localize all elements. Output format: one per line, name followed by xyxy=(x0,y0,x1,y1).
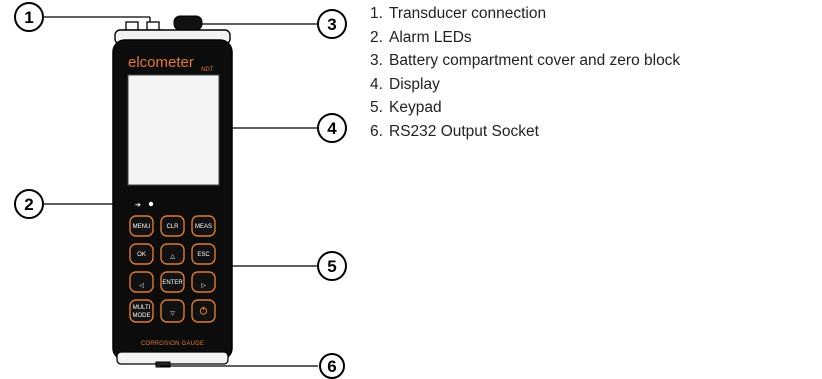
svg-text:MEAS: MEAS xyxy=(195,224,212,230)
legend-list: 1. Transducer connection 2. Alarm LEDs 3. B… xyxy=(370,2,680,143)
callout-3: 3 xyxy=(317,9,347,39)
callout-4: 4 xyxy=(317,113,347,143)
legend-item: 5. Keypad xyxy=(370,96,680,120)
svg-text:5: 5 xyxy=(327,257,336,276)
ok-key[interactable]: OK xyxy=(129,243,154,265)
legend-number: 3. xyxy=(370,52,383,69)
display-screen xyxy=(127,74,220,186)
up-arrow-icon: △ xyxy=(170,254,175,260)
legend-number: 1. xyxy=(370,5,383,22)
svg-text:➔: ➔ xyxy=(135,202,141,209)
esc-key[interactable]: ESC xyxy=(191,243,216,265)
callout-5: 5 xyxy=(317,251,347,281)
down-arrow-icon: ▽ xyxy=(170,311,175,317)
svg-text:ENTER: ENTER xyxy=(162,280,183,286)
legend-item: 4. Display xyxy=(370,73,680,97)
alarm-leds: ➔ xyxy=(135,201,154,209)
clr-key[interactable]: CLR xyxy=(160,215,185,237)
svg-text:6: 6 xyxy=(327,357,336,376)
svg-text:3: 3 xyxy=(327,15,336,34)
callout-2: 2 xyxy=(14,189,44,219)
legend-item: 1. Transducer connection xyxy=(370,2,680,26)
legend-item: 6. RS232 Output Socket xyxy=(370,120,680,144)
legend-label: Display xyxy=(389,75,440,93)
svg-text:2: 2 xyxy=(24,195,33,214)
svg-text:MULTI: MULTI xyxy=(133,305,151,311)
legend-label: Keypad xyxy=(389,99,442,116)
legend-label: Transducer connection xyxy=(389,5,547,22)
legend-item: 2. Alarm LEDs xyxy=(370,26,680,50)
legend-number: 2. xyxy=(370,28,383,46)
right-arrow-icon: ▷ xyxy=(201,283,206,289)
multi-mode-key[interactable]: MULTI MODE xyxy=(129,299,154,323)
leader-lines xyxy=(44,16,318,367)
legend-label: Alarm LEDs xyxy=(389,28,472,46)
legend-number: 5. xyxy=(370,99,383,116)
legend-label: RS232 Output Socket xyxy=(389,122,539,140)
svg-text:MODE: MODE xyxy=(133,313,151,319)
svg-text:CLR: CLR xyxy=(166,224,179,230)
right-arrow-key[interactable]: ▷ xyxy=(191,271,216,293)
callout-6: 6 xyxy=(319,353,345,379)
svg-text:OK: OK xyxy=(137,252,146,258)
legend-label: Battery compartment cover and zero block xyxy=(389,52,681,69)
menu-key[interactable]: MENU xyxy=(129,215,154,237)
brand-logo-sub: NDT xyxy=(201,67,215,73)
power-icon xyxy=(199,306,208,315)
callout-1: 1 xyxy=(14,2,44,32)
power-key[interactable] xyxy=(191,299,216,323)
svg-text:1: 1 xyxy=(24,8,33,27)
legend-number: 6. xyxy=(370,122,383,140)
brand-logo: elcometer xyxy=(128,54,194,71)
enter-key[interactable]: ENTER xyxy=(160,271,185,293)
battery-cover xyxy=(173,15,203,31)
up-arrow-key[interactable]: △ xyxy=(160,243,185,265)
svg-text:4: 4 xyxy=(327,119,337,138)
left-arrow-key[interactable]: ◁ xyxy=(129,271,154,293)
svg-text:MENU: MENU xyxy=(133,224,151,230)
keypad: MENU CLR MEAS OK △ ESC ◁ ENTE xyxy=(129,215,216,323)
left-arrow-icon: ◁ xyxy=(139,283,144,289)
rs232-socket xyxy=(155,361,171,368)
meas-key[interactable]: MEAS xyxy=(191,215,216,237)
device-footer-label: CORROSION GAUGE xyxy=(141,341,204,347)
device-bottom-cap xyxy=(116,351,229,365)
legend-item: 3. Battery compartment cover and zero blo… xyxy=(370,49,680,73)
legend-number: 4. xyxy=(370,75,383,93)
down-arrow-key[interactable]: ▽ xyxy=(160,299,185,323)
svg-text:ESC: ESC xyxy=(197,252,210,258)
